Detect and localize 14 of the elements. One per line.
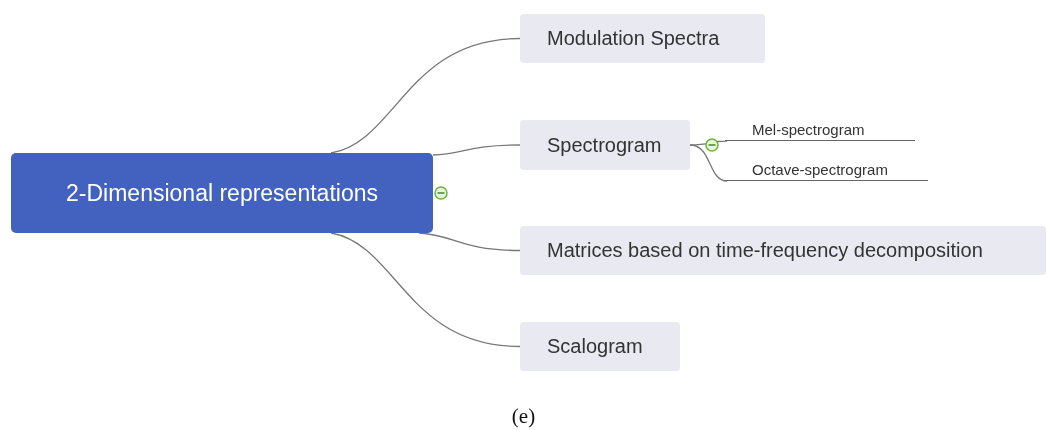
caption: (e)	[510, 404, 537, 429]
topic-box: Modulation Spectra	[520, 14, 765, 63]
central-topic-box: 2-Dimensional representations	[11, 153, 433, 233]
connector-line	[689, 140, 728, 146]
connector-line	[432, 144, 521, 156]
connector-line	[330, 37, 521, 154]
connector-line	[689, 144, 728, 182]
topic-box: Spectrogram	[520, 120, 690, 170]
connector-line	[418, 232, 521, 252]
topic-box: Matrices based on time-frequency decomposition	[520, 226, 1046, 275]
connector-line	[330, 232, 521, 348]
topic-box: Scalogram	[520, 322, 680, 371]
subtopic-label: Octave-spectrogram	[725, 154, 928, 181]
subtopic-label: Mel-spectrogram	[725, 115, 915, 141]
